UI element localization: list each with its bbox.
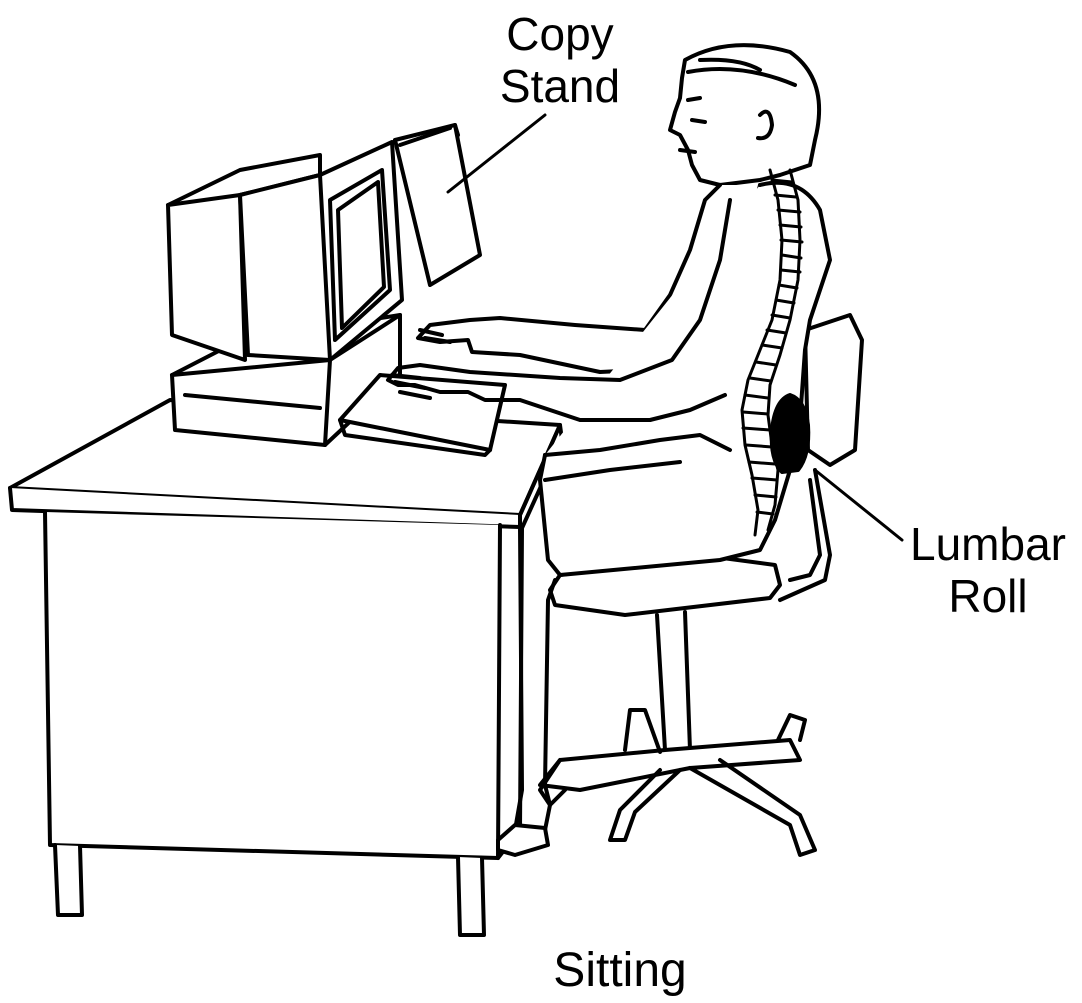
copy-stand-label-line1: Copy <box>470 8 650 60</box>
copy-stand <box>395 125 480 285</box>
copy-stand-label: Copy Stand <box>470 8 650 112</box>
monitor <box>168 142 402 360</box>
copy-stand-leader-line <box>448 115 545 192</box>
lumbar-roll-leader-line <box>815 470 902 540</box>
lumbar-roll-label-line2: Roll <box>895 570 1081 622</box>
desk <box>10 400 562 935</box>
lumbar-roll-label-line1: Lumbar <box>895 518 1081 570</box>
caption: Sitting <box>520 945 720 997</box>
lumbar-roll-label: Lumbar Roll <box>895 518 1081 622</box>
copy-stand-label-line2: Stand <box>470 60 650 112</box>
lumbar-roll <box>772 395 809 472</box>
